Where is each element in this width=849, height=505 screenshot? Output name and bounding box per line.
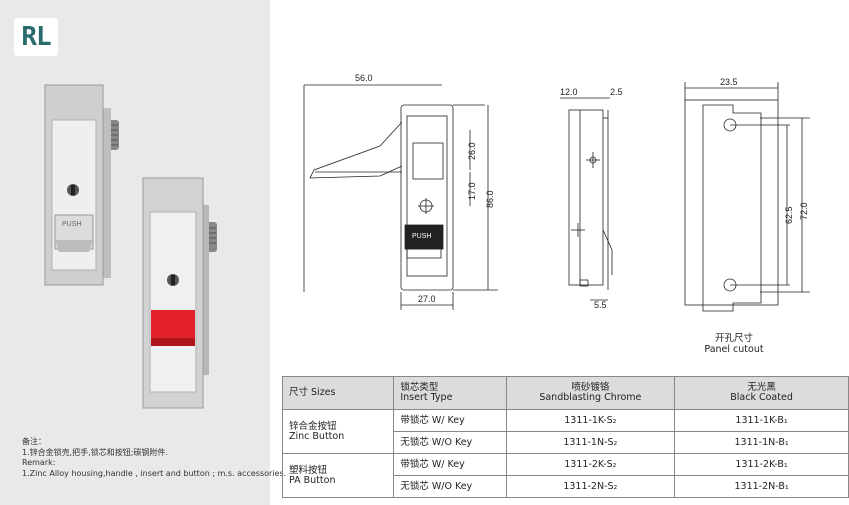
dim-26: 26.0 — [467, 142, 477, 160]
cell-black: 1311-2N-B₁ — [674, 475, 849, 498]
dim-23-5: 23.5 — [720, 77, 738, 87]
cell-black: 1311-2K-B₁ — [674, 453, 849, 476]
photo-push-text: PUSH — [62, 221, 81, 228]
logo: RL — [14, 18, 58, 56]
dim-17: 17.0 — [467, 182, 477, 200]
dim-62-5: 62.5 — [784, 206, 794, 224]
chrome-latch-image: PUSH — [44, 84, 119, 286]
cell-chrome: 1311-1K-S₂ — [505, 409, 676, 432]
notes-line-cn: 1.锌合金锁壳,把手,锁芯和按钮;碳钢附件. — [22, 447, 168, 457]
dim-86: 86.0 — [485, 190, 495, 208]
table-row: 无锁芯 W/O Key 1311-1N-S₂ 1311-1N-B₁ — [283, 431, 849, 454]
front-view: 56.0 PUSH 26.0 17.0 86.0 27.0 — [303, 73, 498, 310]
panel-cutout-view: 23.5 62.5 72.0 — [684, 77, 810, 312]
cell-chrome: 1311-2N-S₂ — [505, 475, 676, 498]
notes-remark: Remark: — [22, 458, 56, 467]
cell-insert: 带锁芯 W/ Key — [393, 453, 507, 476]
caption-cn: 开孔尺寸 — [714, 333, 753, 344]
cell-insert: 无锁芯 W/O Key — [393, 475, 507, 498]
logo-text: RL — [21, 22, 51, 52]
technical-drawing: 56.0 PUSH 26.0 17.0 86.0 27.0 12.0 2.5 — [303, 73, 810, 312]
caption-en: Panel cutout — [704, 344, 764, 355]
dim-72: 72.0 — [799, 202, 809, 220]
product-photo: PUSH — [44, 84, 217, 409]
dim-12: 12.0 — [560, 87, 578, 97]
cell-black: 1311-1K-B₁ — [674, 409, 849, 432]
header-sizes: 尺寸 Sizes — [281, 376, 395, 410]
side-view: 12.0 2.5 5.5 — [560, 87, 623, 310]
cell-chrome: 1311-2K-S₂ — [505, 453, 676, 476]
dim-56: 56.0 — [355, 73, 373, 83]
dim-2-5: 2.5 — [610, 87, 623, 97]
drawing-push-text: PUSH — [412, 233, 431, 240]
notes-line-en: 1.Zinc Alloy housing,handle , insert and… — [22, 468, 287, 478]
left-panel: RL PUSH 备注： 1.锌合 — [0, 0, 287, 505]
red-latch-image — [142, 177, 217, 409]
notes-title: 备注： — [22, 437, 46, 446]
cell-insert: 带锁芯 W/ Key — [393, 409, 507, 432]
cell-black: 1311-1N-B₁ — [674, 431, 849, 454]
dim-5-5: 5.5 — [594, 300, 607, 310]
cell-insert: 无锁芯 W/O Key — [393, 431, 507, 454]
table-row: 无锁芯 W/O Key 1311-2N-S₂ 1311-2N-B₁ — [283, 475, 849, 498]
notes: 备注： 1.锌合金锁壳,把手,锁芯和按钮;碳钢附件. Remark: 1.Zin… — [22, 437, 287, 479]
panel-cutout-caption: 开孔尺寸 Panel cutout — [704, 333, 764, 355]
cell-chrome: 1311-1N-S₂ — [505, 431, 676, 454]
dim-27: 27.0 — [418, 294, 436, 304]
